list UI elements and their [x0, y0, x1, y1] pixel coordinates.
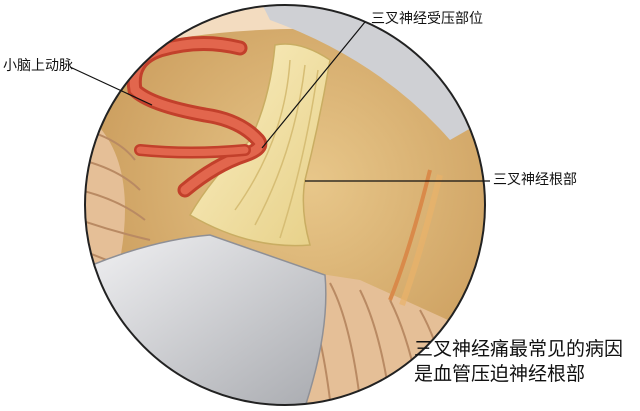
nerve-root-label: 三叉神经根部 [493, 172, 577, 188]
right-vessel [388, 169, 432, 301]
caption-line-1: 三叉神经痛最常见的病因 [414, 338, 624, 360]
superior-cerebellar-artery [126, 36, 268, 198]
caption: 三叉神经痛最常见的病因 是血管压迫神经根部 [414, 337, 623, 387]
compression-site-label: 三叉神经受压部位 [371, 11, 483, 27]
compression-leader [261, 21, 366, 149]
field-border [84, 4, 486, 406]
artery-leader [69, 66, 153, 106]
caption-line-2: 是血管压迫神经根部 [414, 363, 586, 385]
artery-label: 小脑上动脉 [3, 58, 73, 74]
